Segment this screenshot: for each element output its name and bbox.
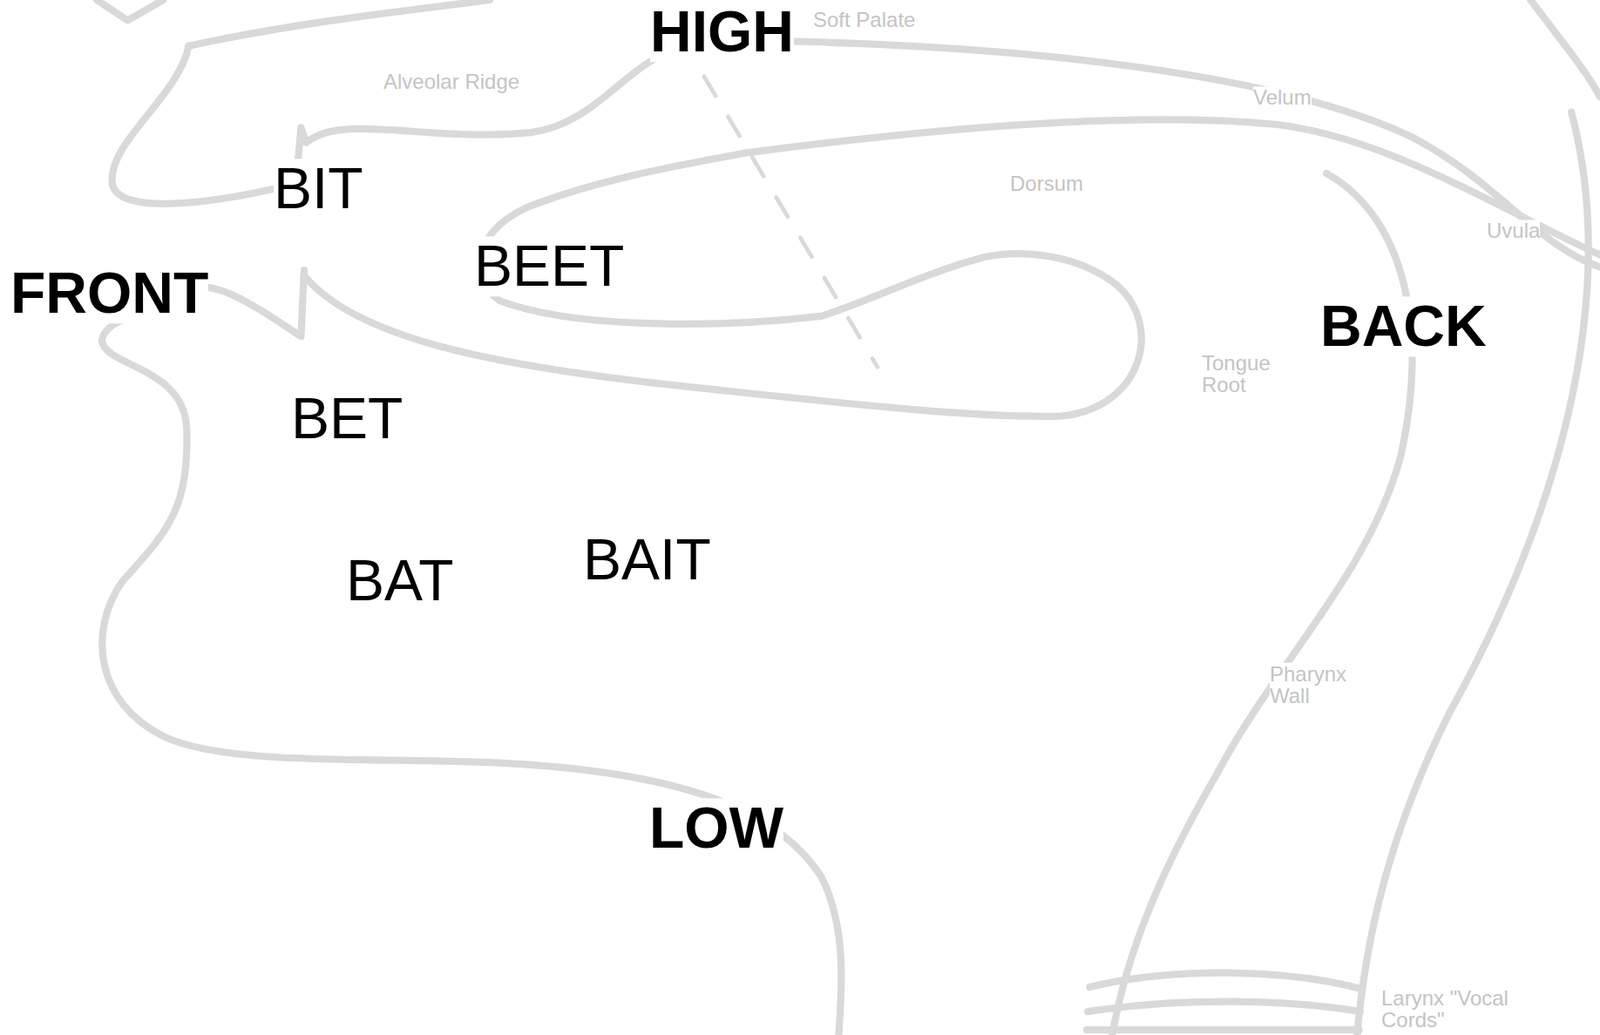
axis-label: LOW: [649, 798, 784, 859]
vowel-word: BET: [291, 388, 403, 449]
larynx-outline: [1086, 1026, 1360, 1034]
lower-lip-jaw: [101, 270, 841, 1035]
vowel-word: BAT: [345, 550, 454, 611]
part-name: Velum: [1253, 86, 1312, 109]
part-name: Uvula: [1486, 219, 1540, 242]
larynx-outline: [1087, 1002, 1361, 1012]
vowel-word: BAIT: [583, 529, 712, 590]
guide-dashed-line: [704, 76, 878, 368]
velum-outline: [745, 119, 1600, 255]
nose-outline: [96, 0, 163, 21]
part-name: Tongue Root: [1201, 352, 1289, 396]
axis-label: FRONT: [10, 263, 209, 324]
tongue-outline: [304, 153, 1142, 417]
larynx-outline: [1090, 973, 1363, 990]
part-name: Pharynx Wall: [1269, 663, 1357, 707]
part-name: Soft Palate: [813, 8, 916, 31]
part-name: Dorsum: [1010, 172, 1084, 195]
back-outline: [1530, 0, 1600, 97]
upper-lip-palate: [112, 40, 1600, 267]
vowel-word: BEET: [474, 236, 624, 297]
vowel-word: BIT: [273, 158, 364, 219]
pharynx-back-outline: [1356, 112, 1588, 1035]
axis-label: HIGH: [650, 1, 794, 62]
axis-label: BACK: [1320, 296, 1487, 357]
upper-outline: [189, 0, 490, 47]
part-name: Alveolar Ridge: [383, 70, 520, 93]
part-name: Larynx "Vocal Cords": [1381, 987, 1521, 1031]
